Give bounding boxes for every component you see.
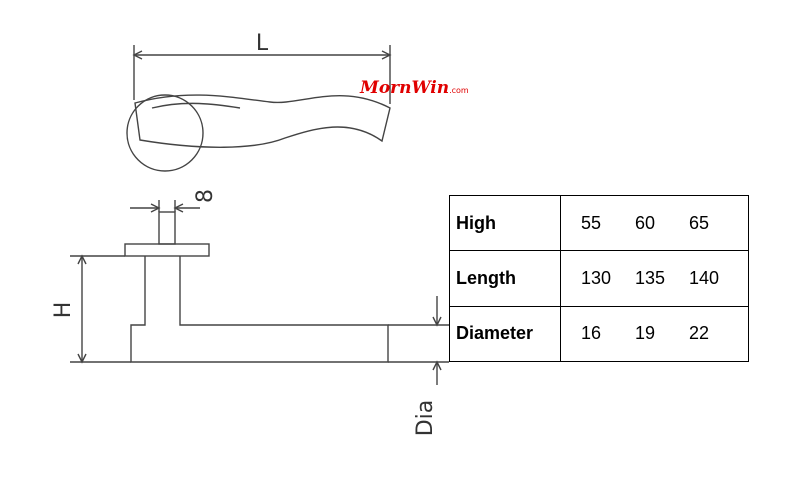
cell-value: 19 [635,323,656,344]
cell-value: 16 [581,323,602,344]
spindle [158,211,176,245]
row-label: Diameter [449,305,561,363]
cell-value: 65 [689,212,710,233]
cell-value: 60 [635,212,656,233]
table-row: High 55 60 65 [449,194,749,252]
cell-value: 130 [581,267,612,288]
table-row: Length 130 135 140 [449,250,749,307]
thickness-label: 8 [193,189,218,203]
table-row: Diameter 16 19 22 [449,305,749,363]
spec-table: High 55 60 65 Length 130 135 140 Diameter 16… [449,194,749,363]
diameter-dimension [388,296,449,385]
cell-value: 135 [635,267,666,288]
top-view-handle [126,94,391,172]
cell-value: 140 [689,267,720,288]
logo-name: MornWin [360,78,450,98]
height-dimension [70,254,131,364]
mornwin-logo: MornWin.com [360,78,469,98]
rose-plate [124,243,210,257]
length-dimension [132,45,392,104]
lever-top-view [134,94,391,148]
length-label: L [256,31,269,56]
row-label: Length [449,250,561,307]
row-label: High [449,194,561,252]
lever-side-view [130,256,389,363]
logo-domain: .com [449,86,469,95]
diameter-label: Dia [413,400,438,437]
thickness-dimension [130,200,200,213]
cell-value: 22 [689,323,710,344]
rosette-circle [126,94,204,172]
height-label: H [51,302,76,319]
cell-value: 55 [581,212,602,233]
side-view-handle [124,211,389,363]
